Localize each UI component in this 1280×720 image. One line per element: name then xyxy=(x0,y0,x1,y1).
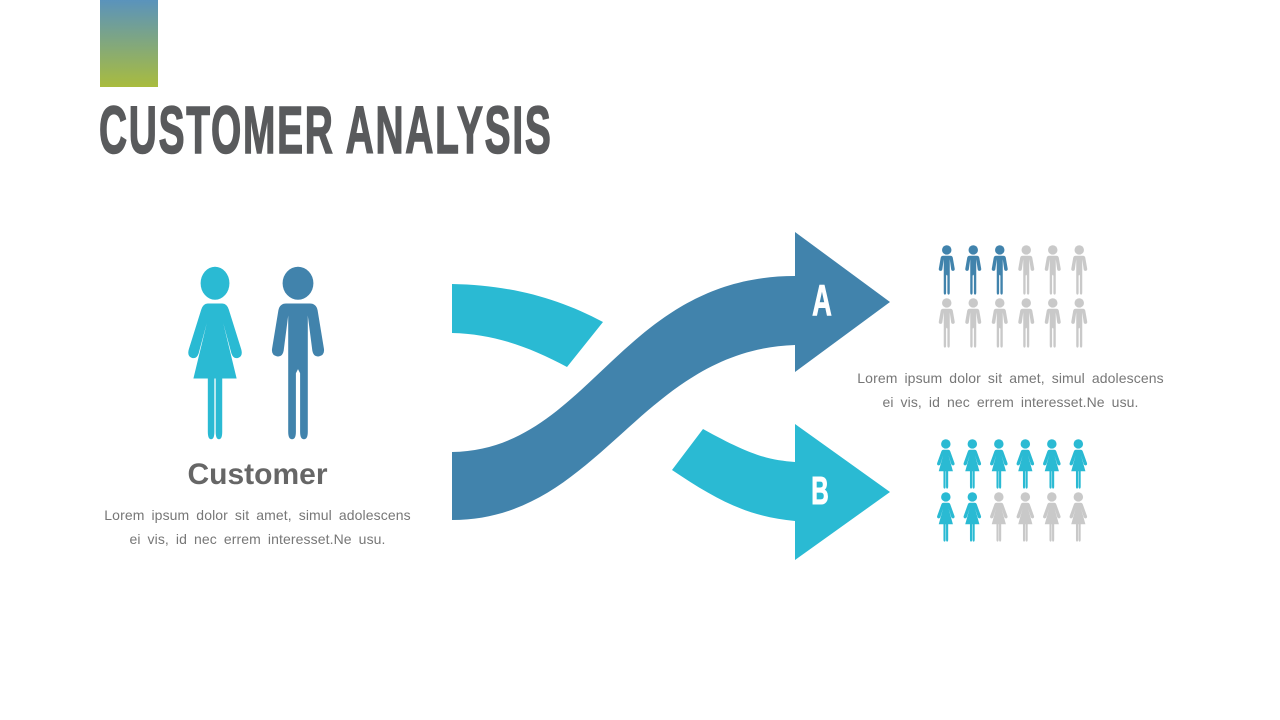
female-figure-icon xyxy=(1016,492,1035,542)
male-figure-icon xyxy=(938,298,955,348)
male-figure-icon xyxy=(1044,245,1061,295)
arrow-a-label: A xyxy=(812,275,832,324)
male-figure-icon xyxy=(1044,298,1061,348)
female-figure-icon xyxy=(937,492,955,542)
male-figure-icon xyxy=(1071,245,1088,295)
segment-a-pictograph xyxy=(938,245,1088,348)
female-figure-icon xyxy=(990,439,1008,489)
female-figure-icon xyxy=(963,439,982,489)
male-figure-icon xyxy=(1018,245,1035,295)
segments-description: Lorem ipsum dolor sit amet, simul adoles… xyxy=(848,366,1173,414)
customer-figures xyxy=(188,266,325,440)
female-figure-icon xyxy=(1069,439,1088,489)
segments-description-line1: Lorem ipsum dolor sit amet, simul adoles… xyxy=(857,370,1164,386)
flow-arrows: A B xyxy=(452,232,890,560)
customer-description-line2: ei vis, id nec errem interesset.Ne usu. xyxy=(129,531,386,547)
male-figure-icon xyxy=(965,245,982,295)
female-figure-icon xyxy=(1043,492,1061,542)
segments-description-line2: ei vis, id nec errem interesset.Ne usu. xyxy=(882,394,1139,410)
segment-b-pictograph xyxy=(937,439,1088,542)
male-figure-icon xyxy=(965,298,982,348)
female-figure-icon xyxy=(1043,439,1061,489)
male-figure-icon xyxy=(1071,298,1088,348)
customer-description-line1: Lorem ipsum dolor sit amet, simul adoles… xyxy=(104,507,411,523)
female-figure-icon xyxy=(963,492,982,542)
male-figure-icon xyxy=(1018,298,1035,348)
woman-icon xyxy=(188,266,242,440)
slide-title: CUSTOMER ANALYSIS xyxy=(99,93,553,168)
female-figure-icon xyxy=(990,492,1008,542)
female-figure-icon xyxy=(937,439,955,489)
arrow-b xyxy=(672,424,890,560)
male-figure-icon xyxy=(991,298,1008,348)
accent-gradient-bar xyxy=(100,0,158,87)
female-figure-icon xyxy=(1016,439,1035,489)
man-icon xyxy=(271,266,325,440)
arrow-b-tail-band xyxy=(452,284,603,367)
arrow-b-label: B xyxy=(811,469,828,512)
arrow-a xyxy=(452,232,890,520)
customer-description: Lorem ipsum dolor sit amet, simul adoles… xyxy=(95,503,420,551)
female-figure-icon xyxy=(1069,492,1088,542)
male-figure-icon xyxy=(938,245,955,295)
customer-label: Customer xyxy=(187,458,328,491)
male-figure-icon xyxy=(991,245,1008,295)
